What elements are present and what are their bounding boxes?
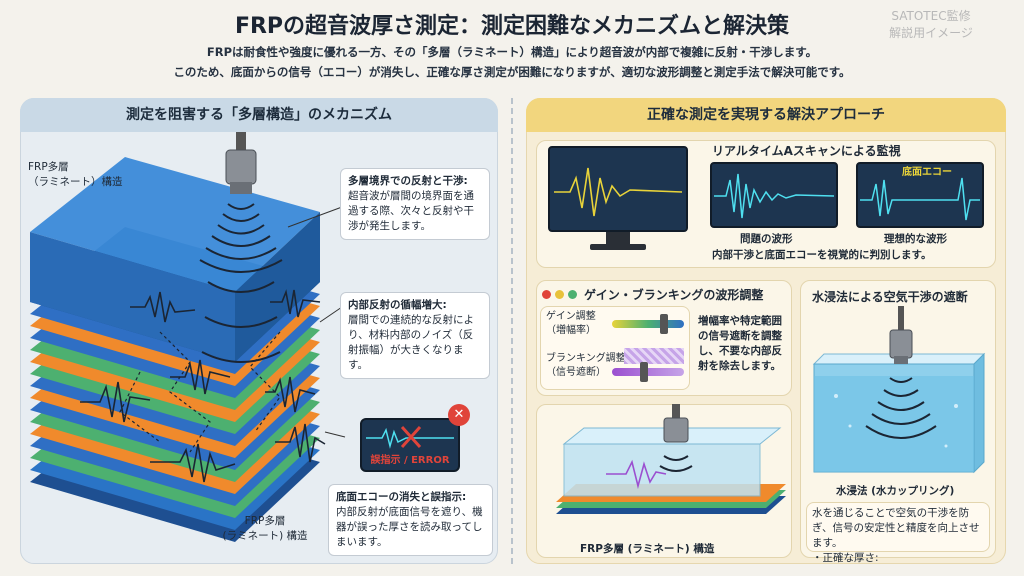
left-panel-heading: 測定を阻害する「多層構造」のメカニズム: [20, 98, 498, 132]
maximize-dot-icon: [568, 290, 577, 299]
frp-bottom-label: FRP多層 (ラミネート) 構造: [580, 543, 715, 555]
callout1-title: 多層境界での反射と干渉:: [348, 175, 468, 187]
water-desc-1: 水を通じることで空気の干渉を防ぎ、信号の安定性と精度を向上させます。: [812, 507, 980, 549]
window-controls: [542, 290, 577, 299]
water-label: 水浸法 (水カップリング): [836, 485, 955, 497]
leader-lines: [287, 206, 346, 438]
callout-internal-reflection: 内部反射の循幅増大: 層間での連続的な反射により、材料内部のノイズ（反射振幅）が…: [340, 292, 490, 379]
blanking-zone: [624, 348, 684, 364]
watermark: SATOTEC監修 解説用イメージ: [876, 8, 986, 42]
gain-desc: 増幅率や特定範囲の信号遮断を調整し、不要な内部反射を除去します。: [698, 315, 782, 372]
ascan-caption: 内部干渉と底面エコーを視覚的に判別します。: [712, 249, 932, 261]
frp-label-bottom-line2: (ラミネート) 構造: [222, 530, 308, 542]
ascan-monitor: [548, 146, 688, 232]
ascan-title: リアルタイムAスキャンによる監視: [712, 144, 901, 158]
watermark-line-2: 解説用イメージ: [889, 26, 973, 40]
watermark-line-1: SATOTEC監修: [891, 9, 971, 23]
good-waveform: [860, 177, 980, 221]
blank-label-line1: ブランキング調整: [546, 353, 626, 364]
callout3-title: 底面エコーの消失と誤指示:: [336, 491, 467, 503]
frp-label-top-line2: （ラミネート）構造: [28, 176, 123, 188]
gain-label: ゲイン調整 （増幅率）: [546, 310, 596, 338]
error-waveform: [366, 425, 454, 449]
blank-slider-handle[interactable]: [640, 362, 648, 382]
gain-label-line2: （増幅率）: [546, 325, 596, 336]
laminate-illustration: [30, 132, 346, 542]
error-display: 誤指示 / ERROR: [360, 418, 460, 472]
water-desc-box: 水を通じることで空気の干渉を防ぎ、信号の安定性と精度を向上させます。 ・正確な厚…: [806, 502, 990, 564]
blank-label-line2: （信号遮断）: [546, 367, 606, 378]
frp-label-top-line1: FRP多層: [28, 161, 69, 173]
callout-bottom-echo-loss: 底面エコーの消失と誤指示: 内部反射が底面信号を遮り、機器が誤った厚さを読み取っ…: [328, 484, 493, 556]
good-waveform-screen: 底面エコー: [856, 162, 984, 228]
callout2-body: 層間での連続的な反射により、材料内部のノイズ（反射振幅）が大きくなります。: [348, 314, 474, 371]
error-x-icon: ✕: [448, 404, 470, 426]
callout-interface-reflection: 多層境界での反射と干渉: 超音波が層間の境界面を通過する際、次々と反射や干渉が発…: [340, 168, 490, 240]
laminate-layers: [30, 157, 320, 542]
frp-label-bottom: FRP多層 (ラミネート) 構造: [205, 514, 325, 544]
frp-water-illustration: [556, 404, 786, 514]
error-text: 誤指示 / ERROR: [370, 455, 450, 466]
reflection-paths: [119, 331, 281, 453]
callout1-body: 超音波が層間の境界面を通過する際、次々と反射や干渉が発生します。: [348, 190, 474, 232]
minimize-dot-icon: [555, 290, 564, 299]
right-panel-heading: 正確な測定を実現する解決アプローチ: [526, 98, 1006, 132]
page-title: FRPの超音波厚さ測定：測定困難なメカニズムと解決策: [234, 14, 790, 39]
frp-label-top: FRP多層 （ラミネート）構造: [28, 160, 148, 190]
frp-label-bottom-line1: FRP多層: [244, 515, 286, 527]
intro-line-2: このため、底面からの信号（エコー）が消失し、正確な厚さ測定が困難になりますが、適…: [173, 65, 851, 79]
sound-wave-arcs: [199, 203, 283, 363]
callout3-body: 内部反射が底面信号を遮り、機器が誤った厚さを読み取ってしまいます。: [336, 506, 483, 548]
callout2-title: 内部反射の循幅増大:: [348, 299, 447, 311]
gain-slider-track[interactable]: [612, 320, 684, 328]
bad-waveform: [714, 173, 835, 219]
bad-waveform-screen: [710, 162, 838, 228]
gain-title: ゲイン・ブランキングの波形調整: [584, 288, 764, 302]
panel-divider: [511, 98, 513, 564]
blank-slider-track[interactable]: [612, 368, 684, 376]
blank-label: ブランキング調整 （信号遮断）: [546, 352, 626, 380]
water-title: 水浸法による空気干渉の遮断: [812, 290, 968, 304]
gain-slider-handle[interactable]: [660, 314, 668, 334]
monitor-stand: [606, 232, 630, 244]
good-wave-label: 理想的な波形: [884, 233, 947, 245]
transducer-icon: [225, 132, 257, 194]
close-dot-icon: [542, 290, 551, 299]
water-tank-illustration: [812, 306, 986, 474]
water-desc-2: ・正確な厚さ:: [812, 552, 879, 564]
intro-line-1: FRPは耐食性や強度に優れる一方、その「多層（ラミネート）構造」により超音波が内…: [206, 45, 818, 59]
bottom-echo-tag: 底面エコー: [902, 167, 952, 178]
bottom-waveform: [150, 423, 326, 483]
monitor-base: [590, 244, 646, 250]
bad-wave-label: 問題の波形: [740, 233, 793, 245]
monitor-waveform: [554, 167, 683, 217]
noise-waveforms: [80, 289, 321, 423]
gain-label-line1: ゲイン調整: [546, 311, 596, 322]
